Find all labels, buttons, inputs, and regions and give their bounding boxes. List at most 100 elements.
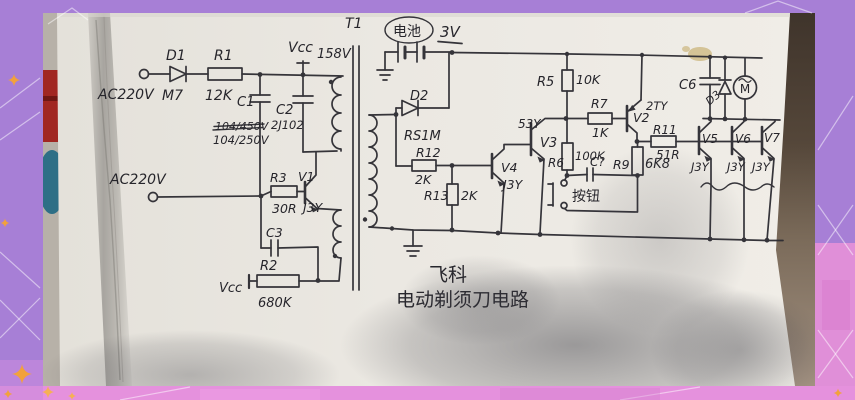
resistor-r12 [395, 113, 453, 172]
vcc-stub [296, 60, 310, 76]
label-r6-val: 100K [575, 149, 606, 163]
motor-symbol [732, 57, 758, 121]
label-v1: V1 [298, 169, 315, 184]
label-v7: V7 [764, 131, 780, 145]
zigzag-decoration [619, 386, 701, 400]
label-v6-mark: J3Y [725, 160, 746, 174]
label-d1-mark: M7 [162, 88, 183, 104]
page-edge-streak [103, 15, 124, 383]
label-c1-old: 104/450V [215, 120, 270, 133]
zigzag-decoration [817, 204, 854, 256]
red-object-edge [43, 96, 62, 101]
circuit-schematic [138, 16, 784, 291]
label-cq: C? [590, 155, 605, 169]
label-motor: M [740, 82, 750, 96]
transistor-v1 [296, 151, 319, 213]
red-object [43, 70, 62, 142]
page-edge-streak [95, 19, 121, 381]
label-t1: T1 [345, 16, 362, 32]
wire [302, 150, 338, 153]
hand-shadow [40, 145, 830, 400]
label-r5-val: 10K [576, 72, 602, 87]
label-v5: V5 [702, 132, 718, 146]
pink-texture [200, 389, 320, 400]
label-r1: R1 [214, 48, 233, 64]
label-v4: V4 [501, 160, 518, 175]
label-c3: C3 [266, 225, 283, 240]
zigzag-decoration [0, 297, 41, 339]
label-d2: D2 [410, 89, 428, 104]
label-c2: C2 [276, 103, 293, 118]
label-v3-mark: 53Y [518, 117, 542, 131]
label-r6: R6 [548, 156, 564, 170]
transistor-v3 [529, 117, 567, 234]
pink-texture [822, 280, 850, 330]
wire-3v-rail [451, 51, 763, 59]
ac-input-terminals [138, 68, 262, 203]
zigzag-decoration [0, 251, 41, 289]
transistor-v2 [625, 54, 643, 143]
label-r12: R12 [416, 145, 441, 160]
transistor-v4 [490, 143, 532, 234]
label-r5: R5 [537, 75, 554, 90]
strikethrough [212, 126, 264, 131]
label-d2-mark: RS1M [404, 129, 441, 144]
label-c1-val: 104/250V [213, 133, 270, 147]
label-v7-mark: J3Y [750, 160, 771, 174]
ground-symbol [403, 229, 423, 257]
label-r3: R3 [270, 170, 287, 185]
label-vcc-top: Vcc [288, 40, 313, 56]
label-v3: V3 [540, 136, 557, 151]
transistor-v7 [760, 119, 776, 242]
diode-d1 [169, 65, 209, 83]
label-v2: V2 [633, 110, 650, 125]
label-ac-bottom: AC220V [109, 172, 167, 188]
label-r2: R2 [260, 259, 277, 274]
wire-collector-rail [702, 117, 781, 121]
label-v4-mark: J3Y [500, 177, 524, 192]
capacitor-c6 [699, 56, 721, 120]
battery-symbol [376, 16, 463, 81]
capacitor-c1 [249, 73, 271, 197]
label-r11: R11 [653, 123, 677, 137]
diode-d3 [718, 56, 732, 120]
label-c2-val: 2J102 [271, 118, 304, 132]
frame-border-top [0, 0, 855, 13]
zigzag-decoration [0, 77, 41, 109]
resistor-r7 [565, 112, 628, 125]
label-v2-mark: 2TY [646, 99, 668, 113]
label-c6: C6 [679, 78, 696, 93]
label-r7: R7 [591, 96, 608, 111]
label-v6: V6 [735, 132, 751, 146]
label-battery-v: 3V [440, 23, 462, 41]
zigzag-decoration [817, 95, 854, 151]
paper-top-shade [57, 13, 790, 17]
wire [260, 190, 272, 197]
label-r3-val: 30R [272, 201, 297, 216]
label-r12-val: 2K [415, 172, 433, 187]
label-r1-val: 12K [205, 88, 234, 104]
paper-stain [688, 47, 712, 61]
diode-d2 [368, 52, 450, 117]
zigzag-decoration [0, 111, 41, 141]
label-r2-val: 680K [258, 296, 293, 311]
label-r13: R13 [424, 188, 449, 203]
label-r13-val: 2K [461, 188, 479, 203]
label-c1: C1 [237, 95, 254, 110]
pink-texture [500, 388, 660, 400]
zigzag-decoration [817, 329, 854, 379]
wire [316, 207, 342, 211]
label-r7-val: 1K [592, 125, 610, 140]
polarity-dot [328, 79, 334, 85]
frame-border-left [0, 0, 43, 400]
polarity-dot [362, 217, 368, 222]
resistor-r13 [446, 164, 459, 231]
zigzag-decoration [0, 299, 41, 341]
label-ac-top: AC220V [97, 87, 155, 103]
paper-stain [682, 46, 690, 52]
label-battery: 电池 [393, 24, 421, 40]
label-vcc-top-val: 158V [317, 47, 352, 62]
capacitor-c3 [260, 195, 319, 282]
